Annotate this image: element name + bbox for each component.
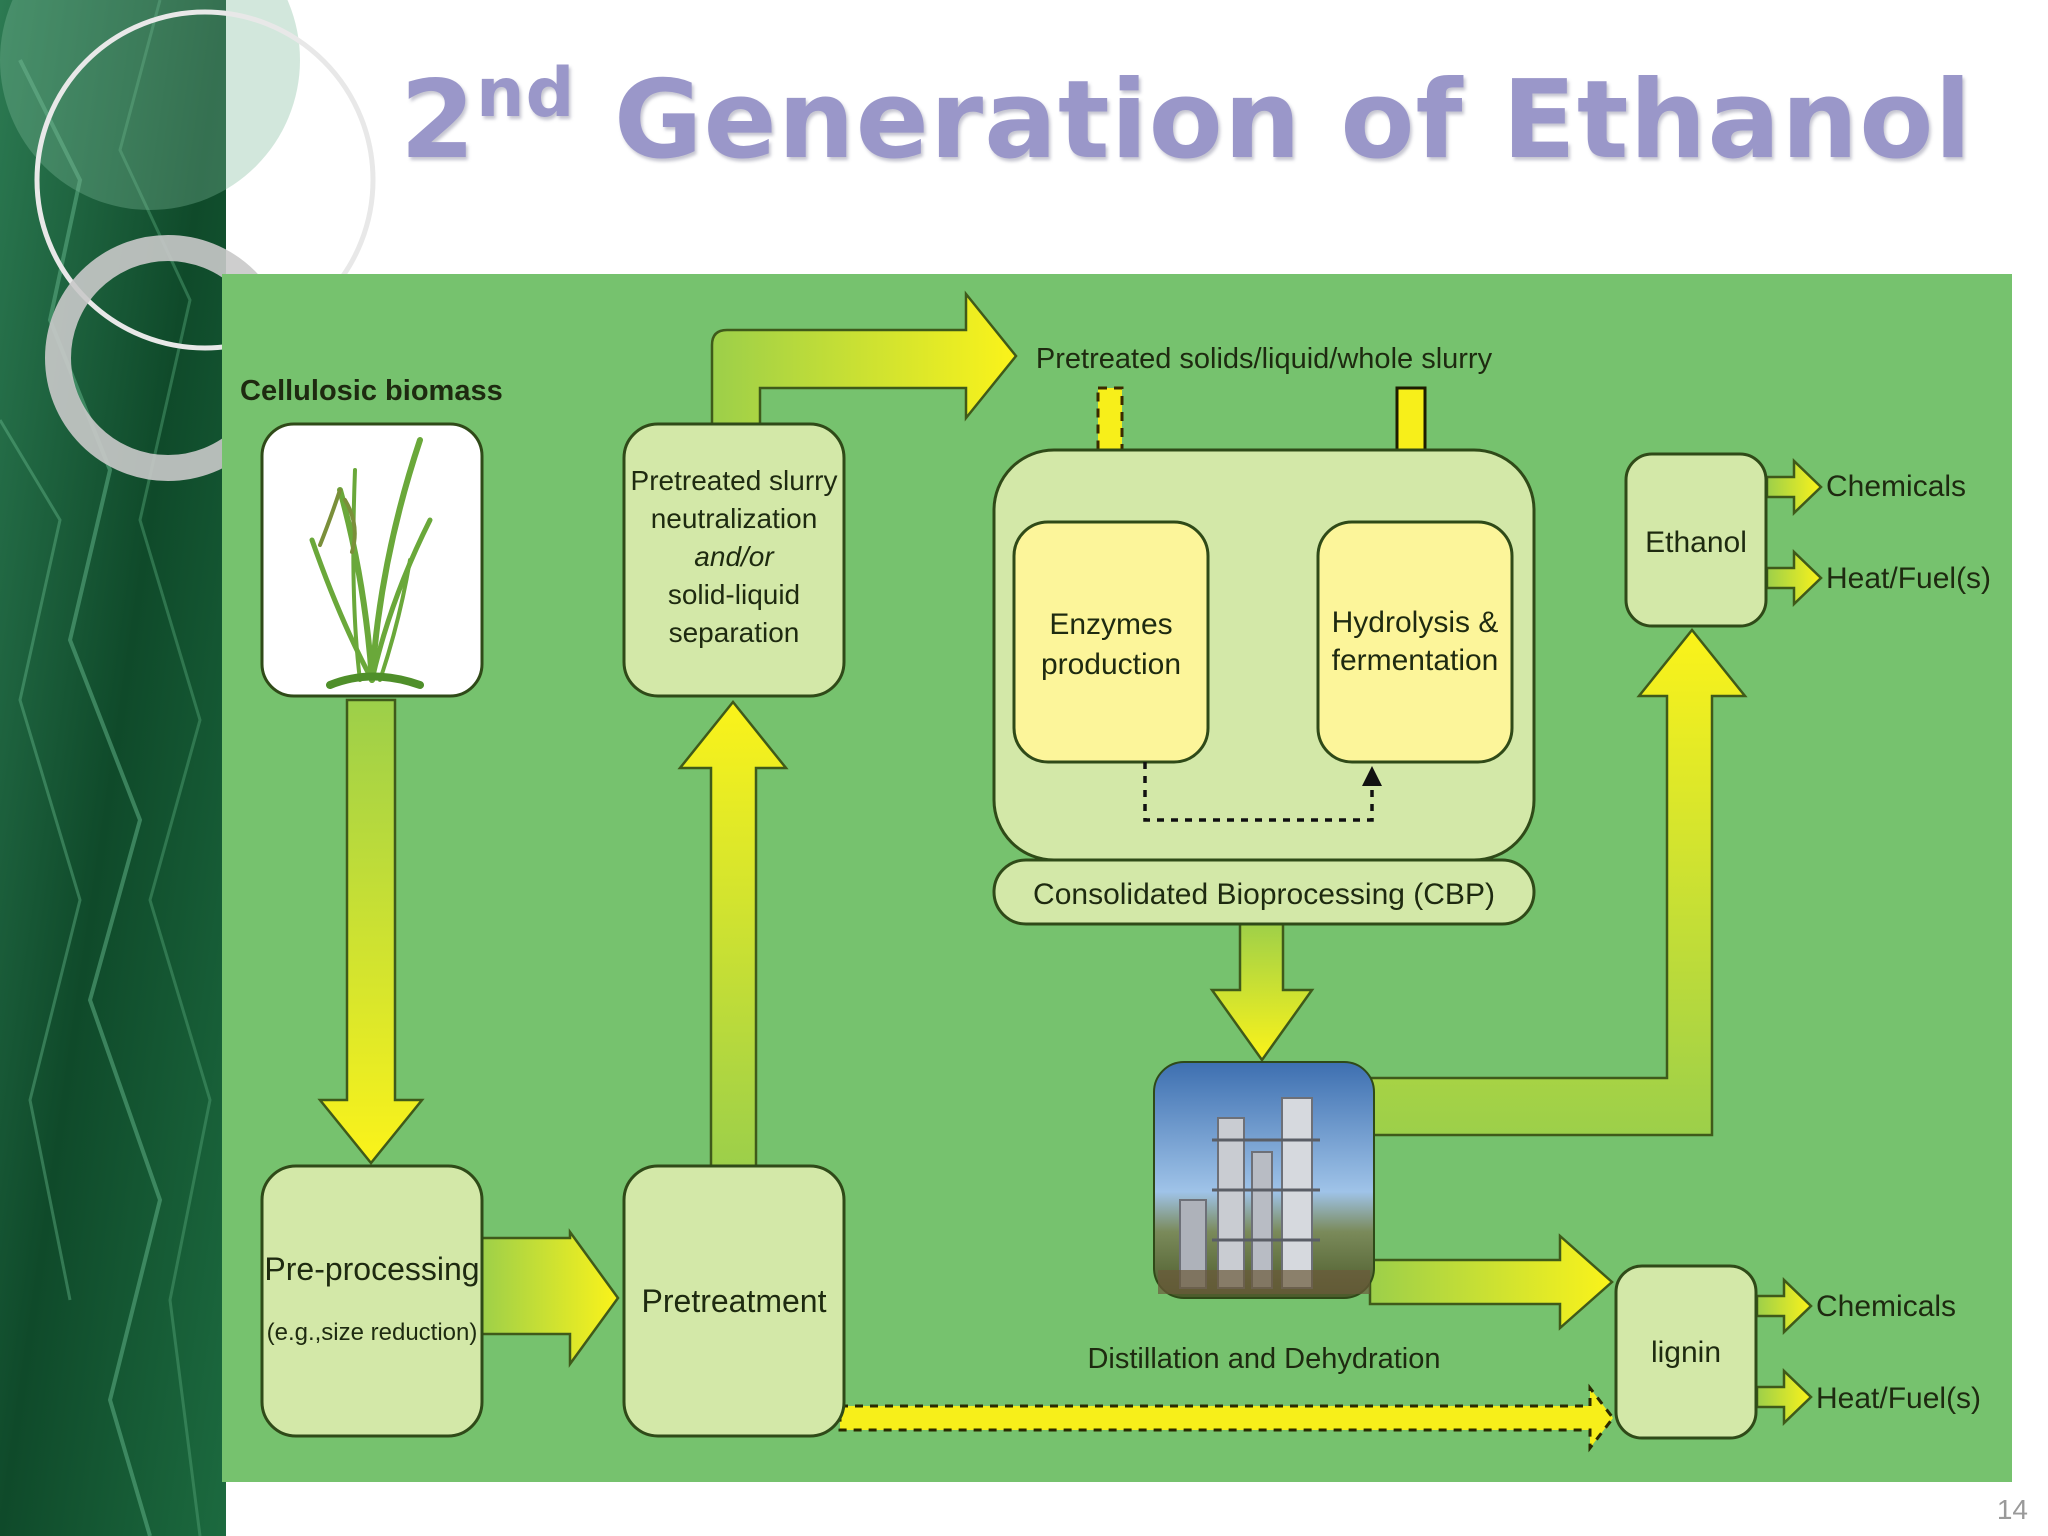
- arrow-pretreatment-to-lignin: [838, 1383, 1615, 1453]
- lignin-output-heat: Heat/Fuel(s): [1816, 1382, 1981, 1415]
- pretreatment-box: [622, 1164, 846, 1438]
- slide-title: 2nd Generation of Ethanol: [400, 54, 1973, 183]
- ethanol-output-chemicals: Chemicals: [1826, 470, 1966, 503]
- pretreated-solids-label: Pretreated solids/liquid/whole slurry: [1036, 343, 1493, 375]
- cbp-label: Consolidated Bioprocessing (CBP): [1033, 878, 1495, 911]
- arrow-lignin-chemicals: [1755, 1277, 1813, 1335]
- title-prefix: 2: [400, 58, 477, 183]
- hydrolysis-box: [1316, 520, 1514, 764]
- arrow-biomass-to-preprocessing: [317, 698, 425, 1165]
- arrow-distillation-to-lignin: [1368, 1233, 1614, 1331]
- title-superscript: nd: [476, 54, 576, 133]
- title-rest: Generation of Ethanol: [575, 58, 1973, 183]
- preprocessing-note: (e.g.,size reduction): [267, 1319, 478, 1346]
- hydrolysis-label-line-1: Hydrolysis &: [1332, 606, 1499, 639]
- slurry-label-line-3: and/or: [694, 541, 775, 572]
- slide-number: 14: [1996, 1494, 2028, 1525]
- slurry-label-line-5: separation: [669, 617, 800, 648]
- enzymes-label-line-1: Enzymes: [1049, 608, 1172, 641]
- lignin-box: [1614, 1264, 1758, 1440]
- ethanol-label: Ethanol: [1645, 526, 1747, 559]
- enzymes-box: [1012, 520, 1210, 764]
- lignin-label: lignin: [1651, 1336, 1721, 1369]
- arrow-ethanol-chemicals: [1765, 458, 1823, 516]
- slurry-label-line-2: neutralization: [651, 503, 818, 534]
- cellulosic-biomass-label: Cellulosic biomass: [240, 375, 503, 407]
- preprocessing-box: [260, 1164, 484, 1438]
- arrow-pretreatment-to-slurry: [677, 700, 789, 1168]
- hydrolysis-label-line-2: fermentation: [1332, 644, 1499, 677]
- biomass-image-box: [260, 422, 484, 698]
- slurry-label-line-4: solid-liquid: [668, 579, 800, 610]
- preprocessing-label: Pre-processing: [264, 1251, 479, 1287]
- cbp-label-box: [992, 858, 1536, 926]
- arrow-preprocessing-to-pretreatment: [478, 1228, 620, 1368]
- arrow-ethanol-heat: [1765, 549, 1823, 607]
- arrow-lignin-heat: [1755, 1368, 1813, 1426]
- ethanol-box: [1624, 452, 1768, 628]
- enzymes-label-line-2: production: [1041, 648, 1181, 681]
- ethanol-output-heat: Heat/Fuel(s): [1826, 562, 1991, 595]
- lignin-output-chemicals: Chemicals: [1816, 1290, 1956, 1323]
- arrow-slurry-to-solids: [710, 290, 1018, 428]
- pretreatment-label: Pretreatment: [642, 1283, 827, 1319]
- distillation-label: Distillation and Dehydration: [1087, 1343, 1440, 1375]
- connector-arrowhead: [1362, 766, 1382, 786]
- distillation-tower-photo: [1153, 1061, 1375, 1299]
- arrow-distillation-to-ethanol: [1368, 628, 1748, 1137]
- slurry-box: [622, 422, 846, 698]
- biomass-plant-icon: [309, 437, 433, 689]
- connector-enzymes-to-hydrolysis: [1143, 762, 1374, 822]
- slurry-label-line-1: Pretreated slurry: [631, 465, 838, 496]
- arrow-cbp-to-distillation: [1209, 918, 1315, 1063]
